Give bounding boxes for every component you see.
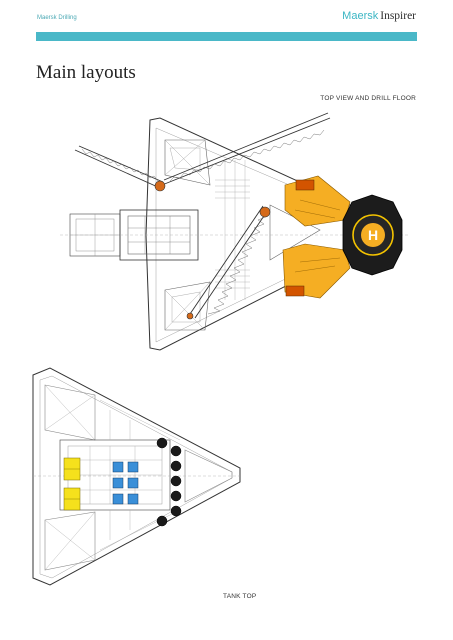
tank-circles xyxy=(156,437,182,527)
brand-name-part1: Maersk xyxy=(342,10,379,22)
caption-tank-top: TANK TOP xyxy=(223,593,257,600)
header-left-text: Maersk Drilling xyxy=(37,15,77,21)
brand-name-part2: Inspirer xyxy=(380,10,416,22)
page-title: Main layouts xyxy=(36,62,136,83)
engine-units xyxy=(112,461,139,505)
header-accent-bar xyxy=(36,32,417,41)
helideck-icon: H xyxy=(342,194,403,276)
highlight-areas-yellow xyxy=(63,457,81,511)
highlight-areas-orange xyxy=(282,175,351,299)
caption-top-view: TOP VIEW AND DRILL FLOOR xyxy=(320,95,416,102)
helideck-symbol: H xyxy=(368,227,378,243)
